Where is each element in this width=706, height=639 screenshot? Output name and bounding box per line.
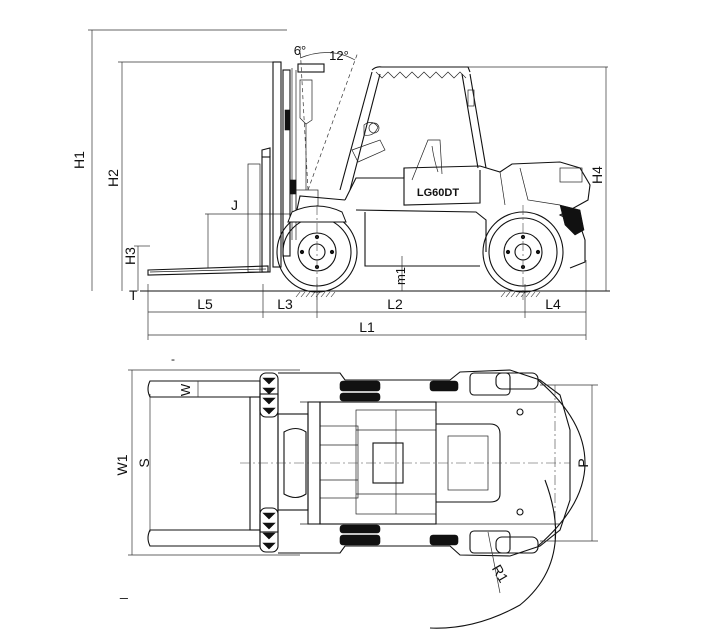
dim-label-W: W	[178, 383, 193, 396]
dim-label-H2: H2	[105, 169, 121, 187]
ground-hatch-rear	[500, 291, 541, 298]
front-tyres-top	[259, 372, 279, 553]
mast-side	[272, 61, 325, 268]
dim-label-W1: W1	[114, 454, 130, 475]
dim-label-P: P	[575, 458, 591, 467]
dim-label-T: T	[129, 287, 138, 303]
dim-label-L2: L2	[387, 296, 403, 312]
forks-top: W	[147, 380, 261, 547]
dim-label-H1: H1	[71, 151, 87, 169]
side-view: H1 H2 H3 H4 J m1 T L5 L3 L2 L4 L1	[71, 29, 610, 340]
stray-mark-top: -	[171, 352, 175, 366]
dim-label-J: J	[231, 197, 238, 213]
truck-body: LG60DT	[295, 139, 591, 269]
overhead-guard	[339, 66, 487, 191]
dim-label-H4: H4	[589, 166, 605, 184]
dim-label-m1: m1	[393, 267, 408, 285]
rear-wheels-top	[495, 372, 539, 554]
dim-label-H3: H3	[122, 247, 138, 265]
dim-label-S: S	[136, 458, 152, 467]
dim-label-L5: L5	[197, 296, 213, 312]
angle-label-forward: 6°	[294, 43, 306, 58]
ground-hatch-front	[295, 291, 336, 298]
forks-side	[147, 147, 271, 276]
drive-wheels-top	[339, 380, 459, 546]
dim-label-L4: L4	[545, 296, 561, 312]
dim-label-L3: L3	[277, 296, 293, 312]
top-view: - _ W1 S W	[114, 352, 598, 629]
dim-label-R1: R1	[489, 562, 512, 586]
angle-label-backward: 12°	[329, 48, 349, 63]
stray-mark-bottom: _	[119, 583, 128, 599]
tilt-angles: 6° 12°	[294, 43, 359, 191]
dim-label-L1: L1	[359, 319, 375, 335]
model-badge: LG60DT	[417, 187, 459, 199]
